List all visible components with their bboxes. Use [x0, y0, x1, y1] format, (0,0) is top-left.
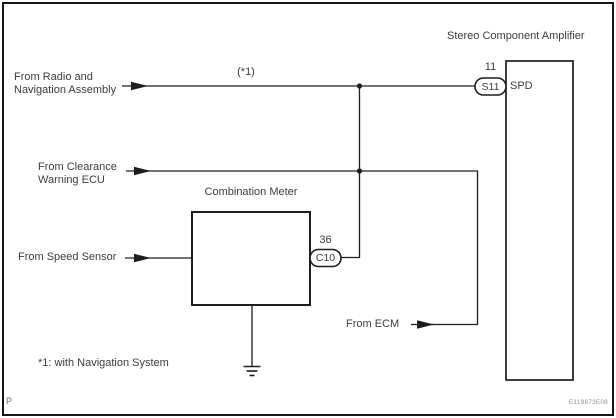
clearance-arrow-icon — [134, 166, 151, 176]
c10-pin-number: 36 — [319, 234, 332, 246]
radio-source-label: From Radio and Navigation Assembly — [14, 71, 116, 96]
figure-code: E119873E08 — [568, 399, 608, 406]
amplifier-title: Stereo Component Amplifier — [447, 30, 585, 42]
s11-signal-name: SPD — [510, 80, 533, 92]
clearance-source-label: From Clearance Warning ECU — [38, 161, 117, 186]
ecm-source-label: From ECM — [346, 318, 400, 330]
clearance-ecm-wire — [126, 170, 479, 326]
clearance-source-line2: Warning ECU — [38, 173, 105, 186]
s11-pin-number: 11 — [484, 61, 497, 73]
c10-branch-wire — [341, 86, 361, 259]
connector-s11-oval — [474, 77, 507, 96]
footnote: *1: with Navigation System — [38, 357, 169, 369]
stereo-amplifier-box — [505, 60, 574, 381]
ecm-arrow-icon — [417, 320, 434, 329]
radio-source-line2: Navigation Assembly — [14, 83, 117, 96]
combination-meter-box — [191, 211, 311, 306]
wire-note-star1: (*1) — [237, 66, 255, 78]
c10-connector-code: C10 — [315, 252, 336, 264]
junction-dot — [356, 168, 363, 174]
speed-arrow-icon — [134, 253, 151, 263]
clearance-source-line1: From Clearance — [38, 161, 117, 173]
page-marker: P — [6, 396, 13, 406]
ground-symbol-icon — [243, 365, 261, 377]
radio-source-line1: From Radio and — [14, 71, 93, 83]
connector-c10-oval — [309, 248, 342, 268]
radio-arrow-icon — [131, 81, 148, 91]
s11-connector-code: S11 — [481, 80, 500, 93]
combination-meter-title: Combination Meter — [204, 186, 298, 198]
junction-dot — [356, 83, 363, 89]
speed-source-label: From Speed Sensor — [18, 251, 117, 263]
